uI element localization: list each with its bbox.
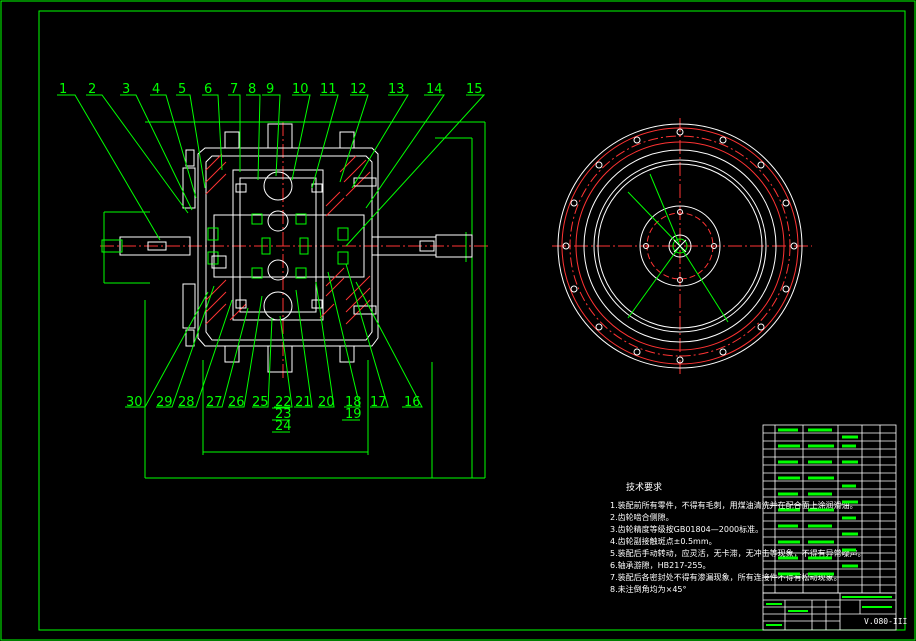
- gearbox-end-view: [552, 118, 812, 374]
- part-label-1: 1: [59, 82, 67, 97]
- part-labels-top: 1 2 3 4 5 6 7 8 9 10 11 12 13 14 15: [59, 82, 483, 97]
- part-label-9: 9: [266, 82, 274, 97]
- part-label-25: 25: [252, 395, 269, 410]
- part-label-5: 5: [178, 82, 186, 97]
- part-label-3: 3: [122, 82, 130, 97]
- part-label-8: 8: [248, 82, 256, 97]
- leader-lines: [57, 94, 486, 408]
- part-label-29: 29: [156, 395, 173, 410]
- part-labels-bottom: 30 29 28 27 26 25 22 21 20 18 17 16 23 2…: [126, 395, 421, 434]
- part-label-2: 2: [88, 82, 96, 97]
- part-label-28: 28: [178, 395, 195, 410]
- parts-list-table: [762, 424, 897, 594]
- part-label-12: 12: [350, 82, 367, 97]
- drawing-code: V.080-III: [864, 617, 908, 626]
- part-label-27: 27: [206, 395, 223, 410]
- part-label-20: 20: [318, 395, 335, 410]
- part-label-26: 26: [228, 395, 245, 410]
- part-label-18: 18: [345, 395, 362, 410]
- part-label-11: 11: [320, 82, 337, 97]
- note-2: 2.齿轮啮合侧隙。: [610, 512, 674, 522]
- part-label-21: 21: [295, 395, 312, 410]
- note-5: 5.装配后手动转动，应灵活，无卡滞，无冲击等现象，不得有异常噪声。: [610, 548, 866, 558]
- note-3: 3.齿轮精度等级按GB01804—2000标准。: [610, 524, 763, 534]
- technical-notes: 技术要求 1.装配前所有零件，不得有毛刺，用煤油清洗并在配合面上涂润滑油。 2.…: [610, 481, 866, 594]
- part-label-16: 16: [404, 395, 421, 410]
- note-8: 8.未注倒角均为×45°: [610, 584, 687, 594]
- part-label-19: 19: [345, 407, 362, 422]
- note-6: 6.轴承游隙，HB217-255。: [610, 560, 711, 570]
- notes-title: 技术要求: [626, 481, 662, 493]
- part-label-7: 7: [230, 82, 238, 97]
- part-label-13: 13: [388, 82, 405, 97]
- part-label-23: 23: [275, 407, 292, 422]
- inner-frame: [38, 10, 906, 631]
- part-label-15: 15: [466, 82, 483, 97]
- note-1: 1.装配前所有零件，不得有毛刺，用煤油清洗并在配合面上涂润滑油。: [610, 500, 858, 510]
- part-label-14: 14: [426, 82, 443, 97]
- part-label-24: 24: [275, 419, 292, 434]
- part-label-4: 4: [152, 82, 160, 97]
- note-7: 7.装配后各密封处不得有渗漏现象，所有连接件不得有松动现象。: [610, 572, 842, 582]
- title-block: [762, 592, 897, 631]
- parts-list-fill: [778, 428, 858, 576]
- part-label-17: 17: [370, 395, 387, 410]
- part-label-22: 22: [275, 395, 292, 410]
- part-label-6: 6: [204, 82, 212, 97]
- title-block-fill: [766, 596, 892, 626]
- note-4: 4.齿轮副接触斑点±0.5mm。: [610, 536, 717, 546]
- part-label-30: 30: [126, 395, 143, 410]
- part-label-10: 10: [292, 82, 309, 97]
- gearbox-section-view: [100, 121, 490, 479]
